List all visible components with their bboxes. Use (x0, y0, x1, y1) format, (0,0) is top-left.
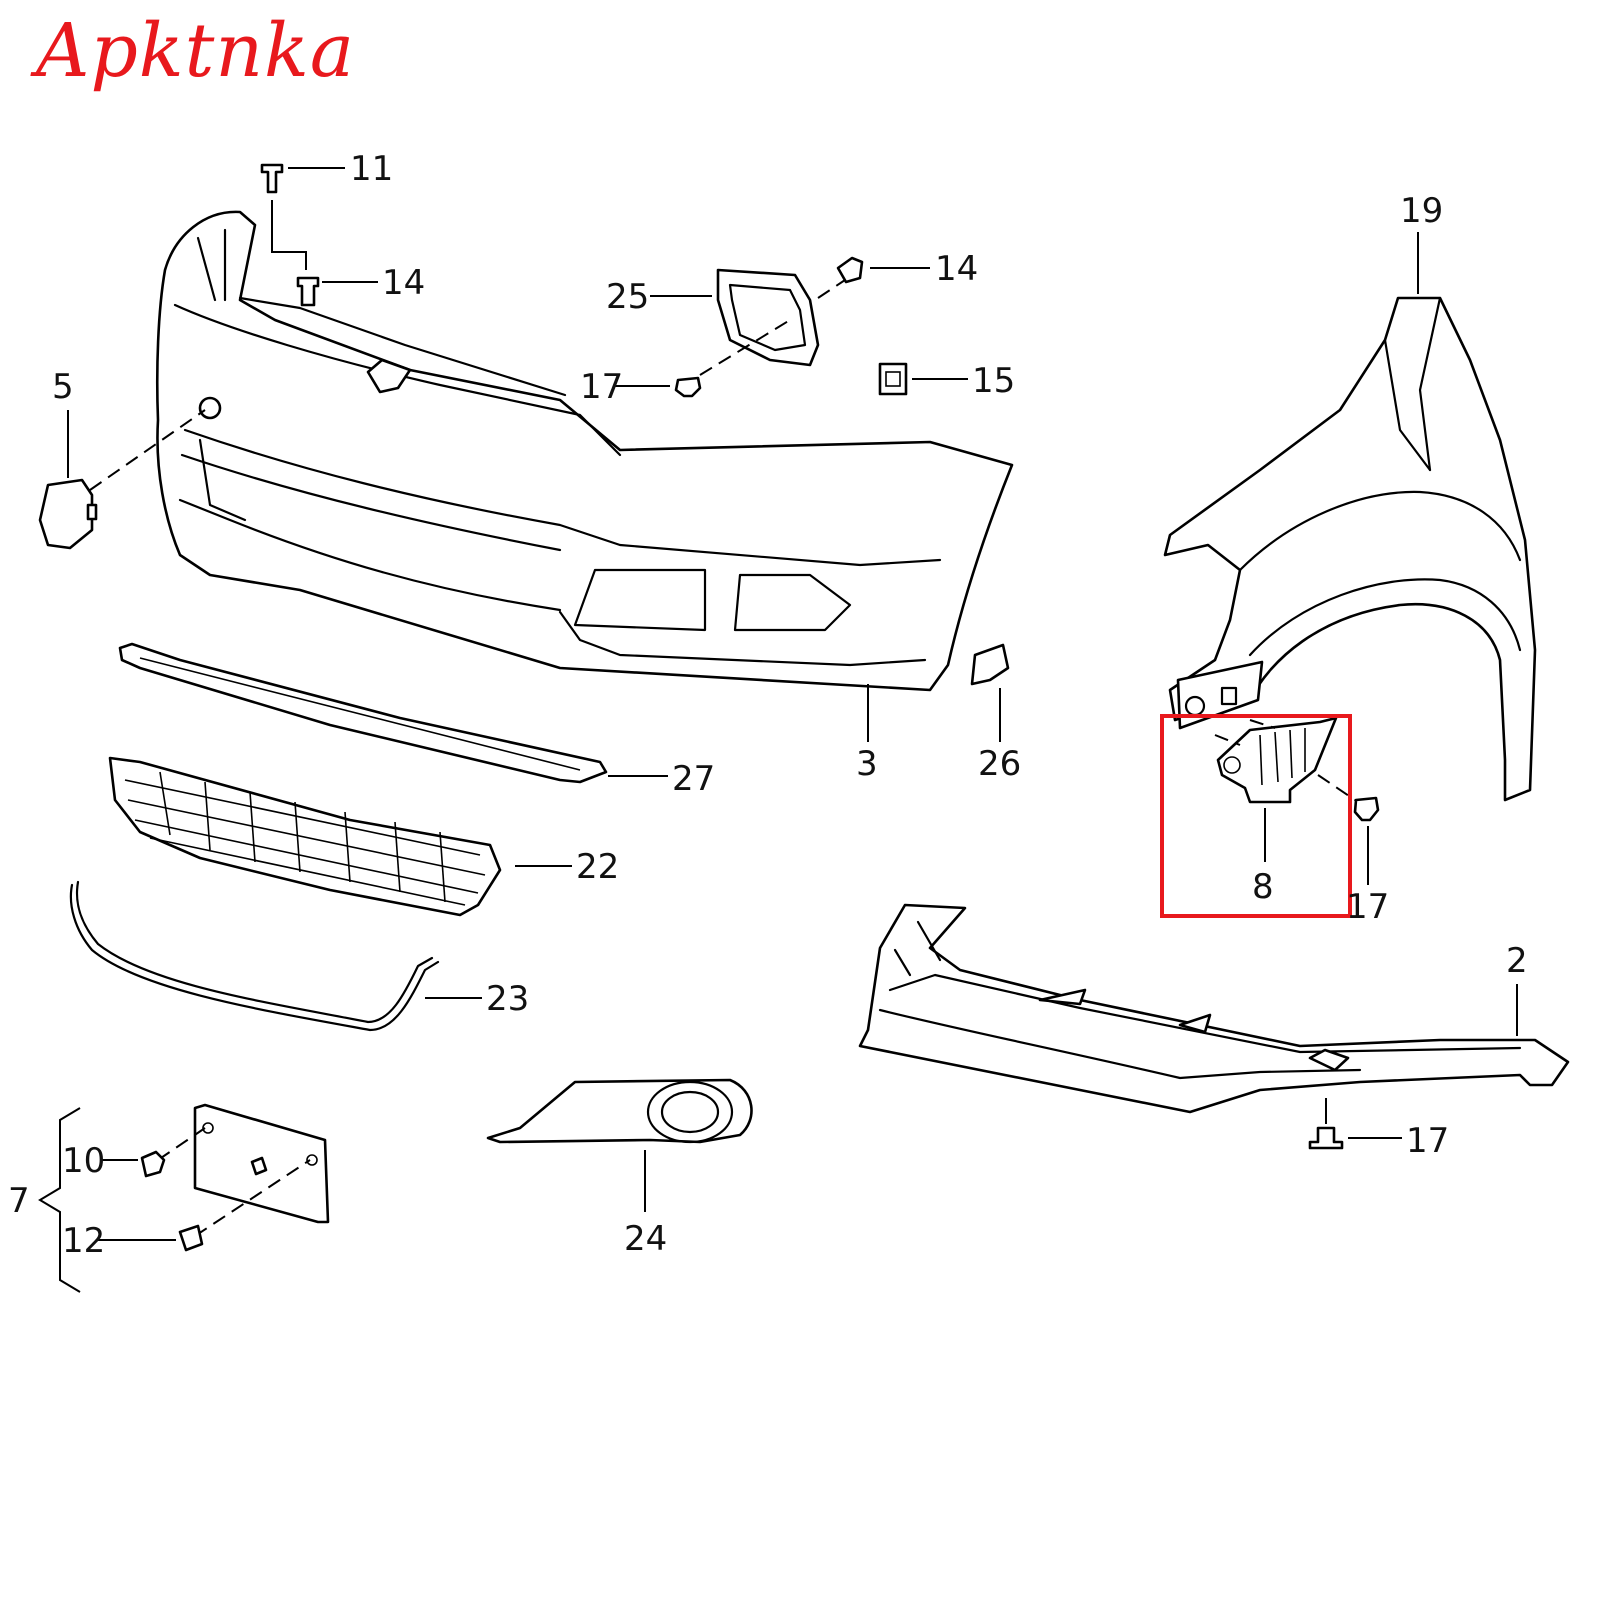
bumper-cover (155, 210, 1014, 692)
clip-17-upper (614, 376, 702, 398)
deflector-2 (858, 903, 1570, 1114)
callout-24: 24 (624, 1219, 667, 1259)
callout-25: 25 (606, 277, 649, 317)
callout-19: 19 (1400, 191, 1443, 231)
trim-strip-27 (118, 642, 668, 784)
callout-26: 26 (978, 744, 1021, 784)
nut-12 (96, 1224, 204, 1252)
license-plate-bracket (157, 1103, 330, 1237)
callout-14-right: 14 (935, 249, 978, 289)
screw-11 (260, 163, 345, 194)
brand-logo: Apktnka (36, 8, 356, 94)
highlight-box (1160, 714, 1352, 918)
callout-17-upper: 17 (580, 367, 623, 407)
bracket-26 (970, 643, 1010, 742)
bracket-25 (650, 268, 846, 376)
tow-eye-cover-5 (38, 409, 206, 550)
callout-17-bracket: 17 (1346, 887, 1389, 927)
fog-lamp-cover-24 (486, 1078, 753, 1212)
callout-8: 8 (1252, 867, 1274, 907)
leader-11-14 (271, 200, 307, 270)
screw-10 (100, 1150, 166, 1178)
callout-15: 15 (972, 361, 1015, 401)
callout-23: 23 (486, 979, 529, 1019)
callout-11: 11 (350, 149, 393, 189)
callout-7: 7 (8, 1181, 30, 1221)
clip-14-right (836, 256, 930, 284)
trim-23 (69, 880, 482, 1032)
screw-17-lower (1308, 1098, 1402, 1150)
callout-12: 12 (62, 1221, 105, 1261)
grille-22 (108, 756, 572, 917)
bracket-7-brace (38, 1107, 81, 1293)
fender-19 (1163, 232, 1537, 802)
callout-22: 22 (576, 847, 619, 887)
callout-17-lower: 17 (1406, 1121, 1449, 1161)
nut-15 (878, 362, 968, 396)
callout-14-left: 14 (382, 263, 425, 303)
bracket-8 (1214, 716, 1356, 862)
callout-27: 27 (672, 759, 715, 799)
clip-17-bracket (1353, 796, 1380, 885)
callout-3: 3 (856, 744, 878, 784)
callout-5: 5 (52, 367, 74, 407)
callout-10: 10 (62, 1141, 105, 1181)
callout-2: 2 (1506, 941, 1528, 981)
clip-14-left (296, 276, 378, 307)
